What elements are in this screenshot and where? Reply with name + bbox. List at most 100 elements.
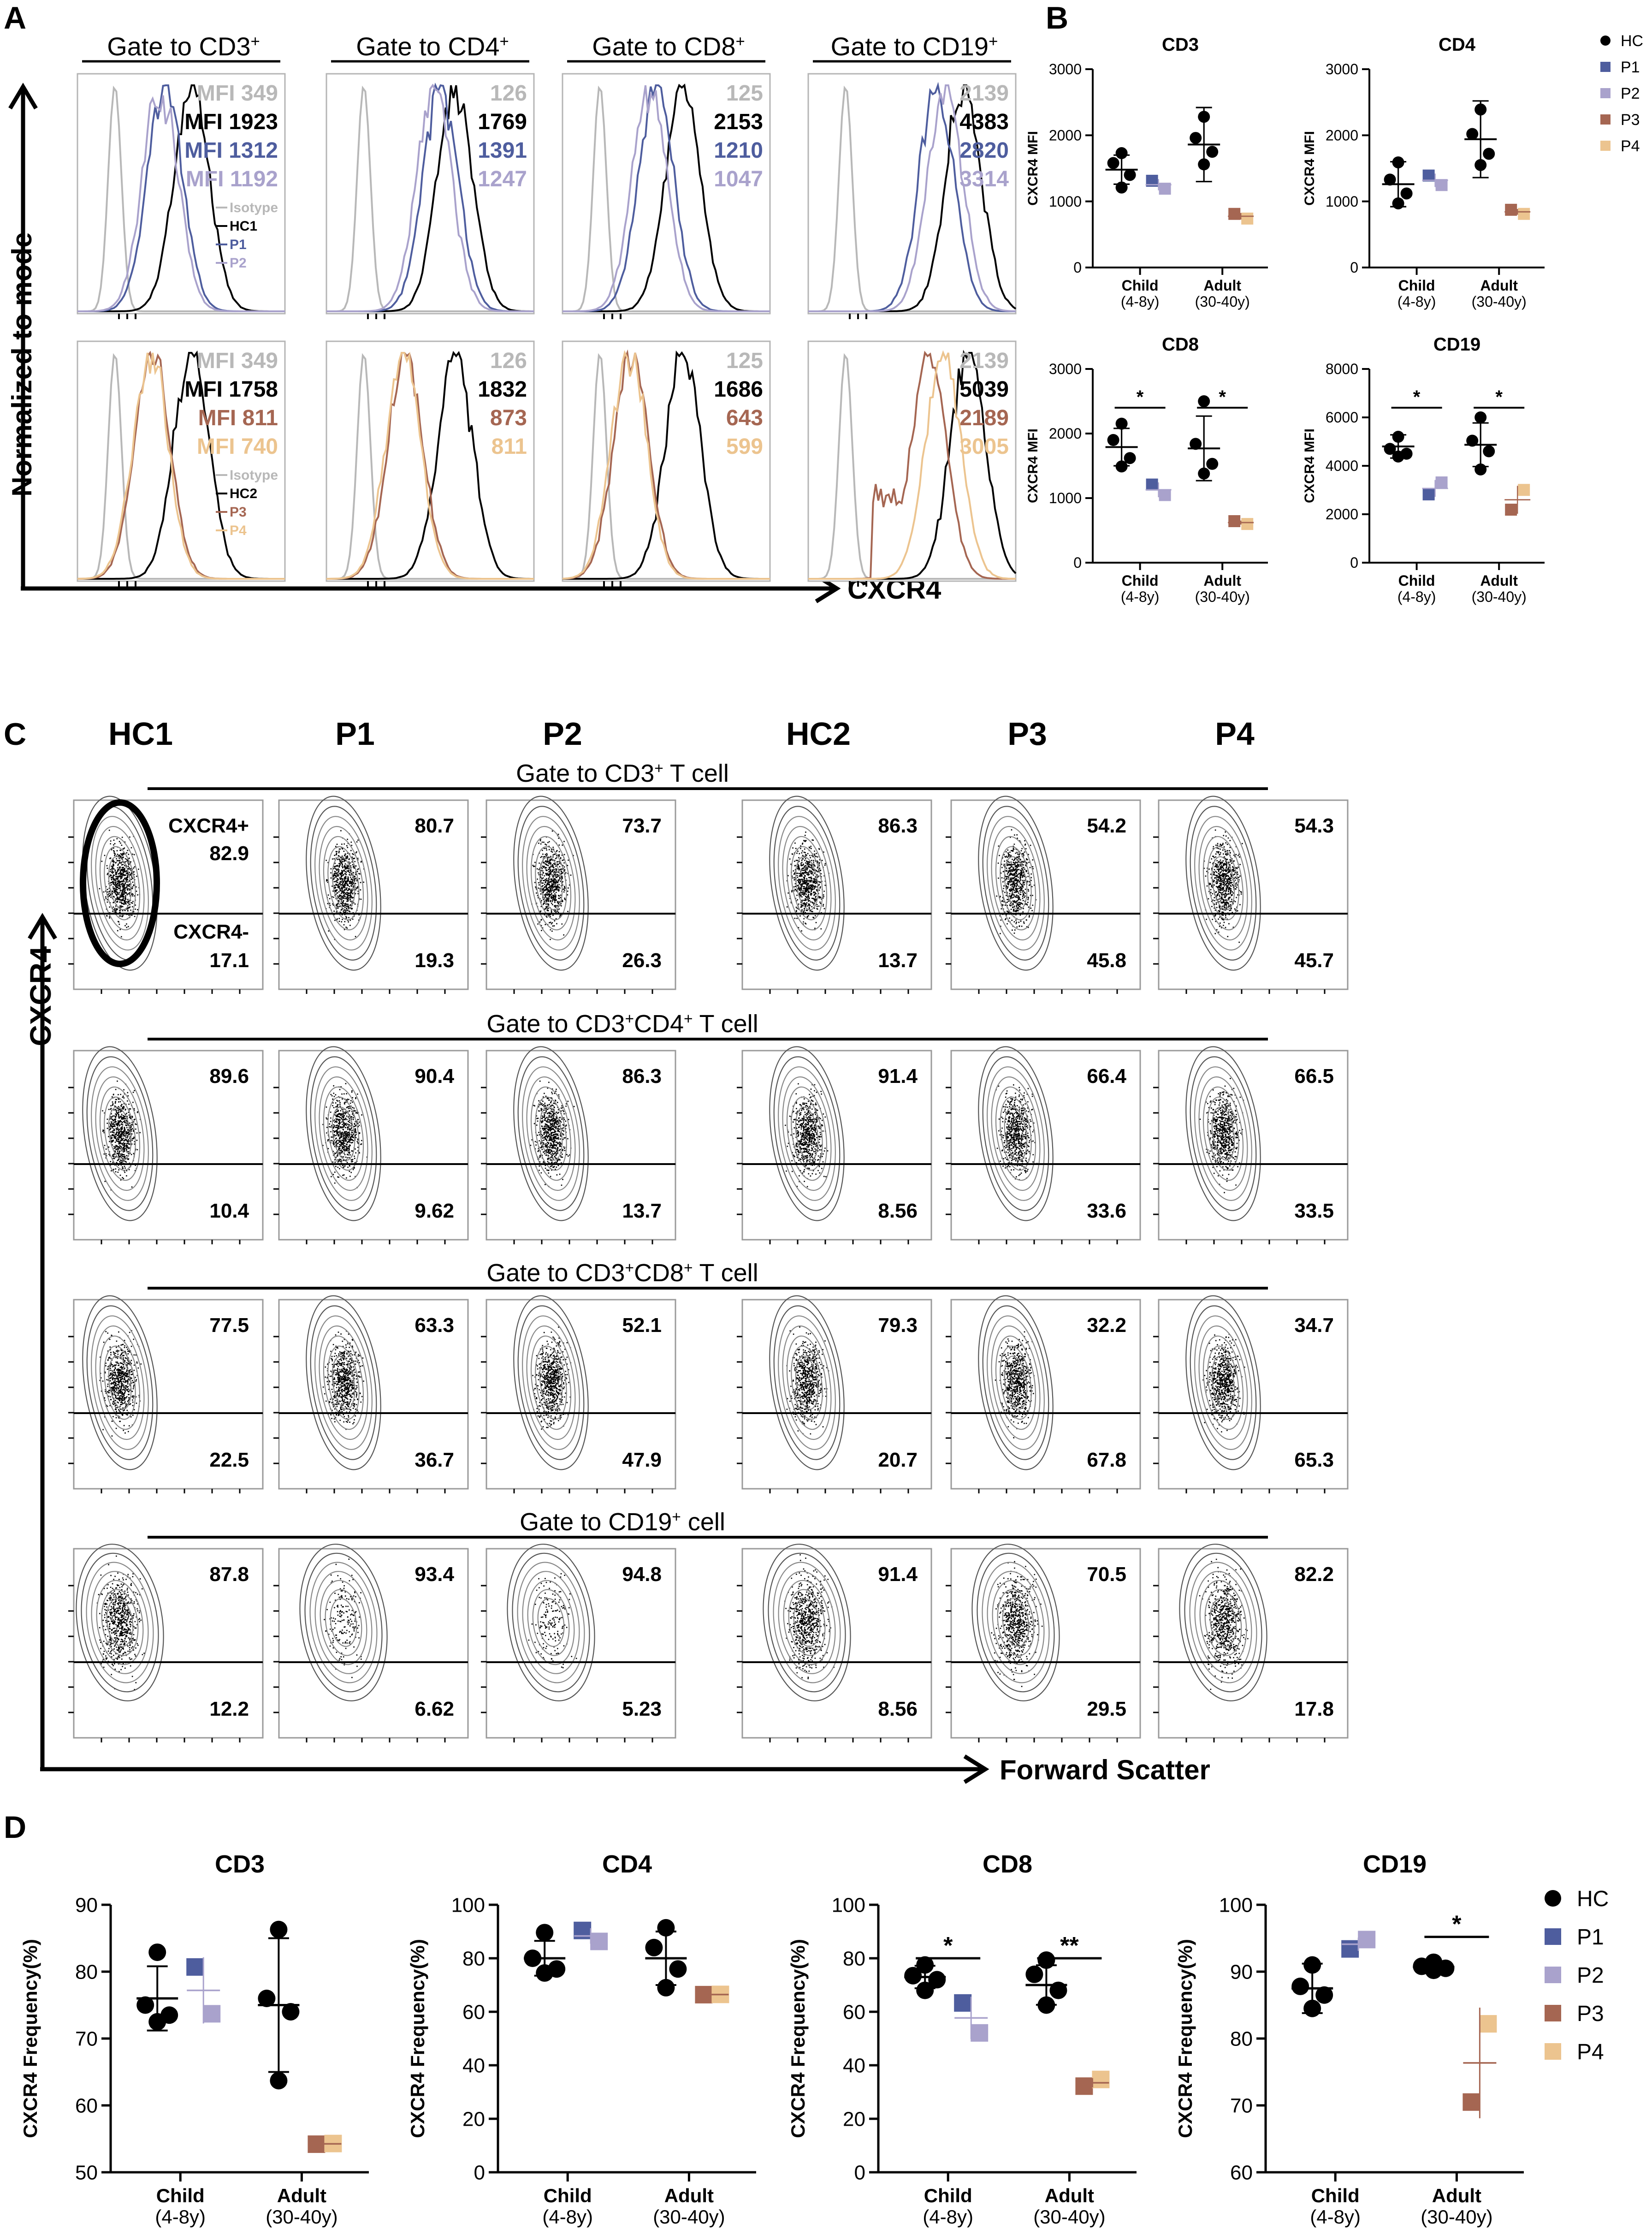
category-sublabel: (4-8y) <box>923 2206 973 2228</box>
mfi-prefix: MFI <box>198 406 243 430</box>
contour-line <box>1198 1325 1248 1440</box>
category-label: Child <box>1311 2185 1360 2206</box>
data-point-p2 <box>1435 476 1448 489</box>
data-point-p2 <box>1159 489 1171 501</box>
contour-line <box>1185 1295 1261 1470</box>
plot-frame <box>741 799 932 990</box>
contour-line <box>320 1580 367 1665</box>
contour-plot: 93.46.62 <box>273 1544 469 1742</box>
plot-frame <box>486 799 676 990</box>
gate-label-part: cell <box>681 1508 725 1536</box>
column-header: P3 <box>1007 716 1047 752</box>
contour-line <box>99 836 141 931</box>
histogram-curve-p2 <box>326 83 534 312</box>
contour-line <box>517 1305 585 1460</box>
contour-line <box>95 1076 145 1191</box>
upper-percent: 89.6 <box>209 1065 249 1088</box>
plot-frame <box>741 1299 932 1490</box>
contour-line <box>310 1305 377 1460</box>
legend-label: P3 <box>1577 2002 1604 2026</box>
gate-label-part: T cell <box>693 1259 758 1287</box>
contour-plot: 66.533.5 <box>1153 1046 1349 1244</box>
data-point-hc <box>270 2072 288 2090</box>
gate-label-part: + <box>684 1260 693 1277</box>
category-label: Child <box>1398 277 1435 294</box>
lower-percent: 13.7 <box>622 1200 662 1222</box>
mfi-number: 126 <box>490 349 527 373</box>
lower-percent: 17.1 <box>209 949 249 972</box>
contour-plot: 89.610.4 <box>68 1046 264 1244</box>
panel-c-y-axis-label: CXCR4 <box>24 946 57 1046</box>
plot-frame <box>950 1050 1141 1241</box>
plot-frame <box>278 1548 469 1739</box>
lower-percent: 6.62 <box>414 1698 454 1720</box>
contour-line <box>299 1544 388 1701</box>
plot-frame <box>1158 1548 1349 1739</box>
mfi-number: 1047 <box>714 167 763 191</box>
category-label: Adult <box>277 2185 326 2206</box>
contour-line <box>778 816 836 951</box>
gate-label-part: Gate to CD4 <box>356 32 499 61</box>
contour-line <box>778 1066 836 1201</box>
y-tick-label: 90 <box>1230 1961 1253 1983</box>
gate-label-2: Gate to CD8+ <box>592 32 745 61</box>
category-label: Child <box>1122 572 1159 589</box>
contour-line <box>95 826 145 941</box>
mfi-number: 811 <box>243 406 278 430</box>
lower-percent: 19.3 <box>414 949 454 972</box>
panel-letter-a: A <box>4 0 26 36</box>
mfi-number: 3314 <box>959 167 1009 191</box>
contour-line <box>978 1046 1054 1221</box>
contour-line <box>1198 826 1248 941</box>
contour-line <box>314 1315 373 1450</box>
mfi-value: 1047 <box>714 167 763 191</box>
contour-line <box>1004 856 1028 910</box>
data-point-p3 <box>1505 203 1517 216</box>
contour-line <box>535 1096 567 1171</box>
mfi-value: 126 <box>490 349 527 373</box>
contour-line <box>791 1345 823 1420</box>
data-point-p3 <box>1505 504 1517 516</box>
plot-frame <box>486 1548 676 1739</box>
mfi-value: 1832 <box>478 377 527 402</box>
mfi-number: 1391 <box>478 138 527 163</box>
contour-line <box>522 1066 580 1201</box>
contour-line <box>539 1106 563 1161</box>
lower-percent: 22.5 <box>209 1449 249 1471</box>
lower-percent: 45.8 <box>1087 949 1126 972</box>
contour-line <box>1190 1305 1257 1460</box>
category-sublabel: (30-40y) <box>1195 588 1250 605</box>
y-tick-label: 60 <box>843 2001 865 2023</box>
contour-line <box>82 1046 158 1221</box>
plot-frame <box>278 799 469 990</box>
contour-line <box>530 836 572 931</box>
mfi-value: 5039 <box>959 377 1009 402</box>
mfi-number: 125 <box>726 81 763 106</box>
legend-label: Isotype <box>230 468 278 483</box>
contour-plot: 91.48.56 <box>737 1046 932 1244</box>
contour-line <box>763 1544 851 1701</box>
mfi-prefix: MFI <box>184 110 229 134</box>
contour-line <box>1211 1106 1235 1161</box>
mfi-number: 349 <box>241 349 278 373</box>
panel-a-histograms: Gate to CD3+Gate to CD4+Gate to CD8+Gate… <box>77 32 1017 587</box>
gate-label-part: + <box>625 1260 634 1277</box>
significance-star: * <box>943 1932 953 1959</box>
contour-line <box>99 1086 141 1181</box>
contour-plot: 54.245.8 <box>946 796 1141 994</box>
plot-frame <box>950 1548 1141 1739</box>
contour-line <box>314 1571 373 1674</box>
contour-line <box>1207 846 1239 921</box>
data-point-p2 <box>971 2024 989 2042</box>
mfi-value: 3005 <box>959 434 1009 459</box>
plot-frame <box>950 799 1141 990</box>
data-point-hc <box>1198 395 1210 407</box>
legend-label: P4 <box>230 523 247 538</box>
mfi-number: 2139 <box>959 81 1009 106</box>
data-point-hc <box>657 1979 675 1997</box>
category-sublabel: (30-40y) <box>1195 293 1250 310</box>
legend-label: P4 <box>1621 137 1640 155</box>
